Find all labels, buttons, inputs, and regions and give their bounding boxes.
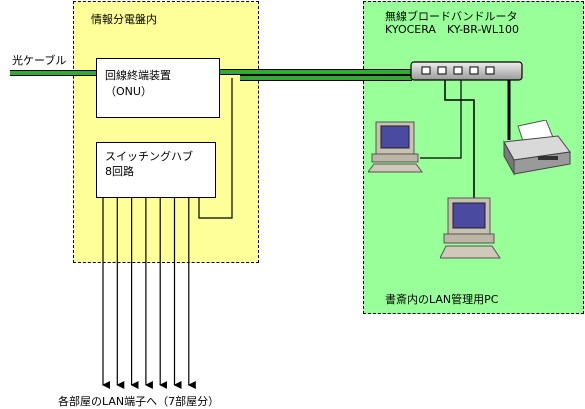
hub-sublabel: 8回路 xyxy=(105,165,134,178)
router-port xyxy=(421,66,431,75)
onu-sublabel: （ONU） xyxy=(105,85,152,98)
router-model-label: KYOCERA KY-BR-WL100 xyxy=(385,23,520,36)
router-label: 無線ブロードバンドルータ xyxy=(385,10,518,23)
distribution-panel-title: 情報分電盤内 xyxy=(91,13,157,26)
distribution-panel-area xyxy=(73,1,259,263)
router-port xyxy=(437,66,447,75)
router-port xyxy=(485,66,495,75)
pc-icon xyxy=(440,197,501,259)
router-port xyxy=(453,66,463,75)
footer-label: 各部屋のLAN端子へ（7部屋分） xyxy=(58,395,220,408)
router-port xyxy=(469,66,479,75)
router-to-pc2 xyxy=(444,80,475,220)
switching-hub-box: スイッチングハブ 8回路 xyxy=(96,142,216,198)
hub-uplink xyxy=(198,78,233,219)
printer-icon xyxy=(503,120,571,176)
onu-label: 回線終端装置 xyxy=(105,69,171,82)
router-to-pc1 xyxy=(420,80,462,159)
study-title: 書斎内のLAN管理用PC xyxy=(385,293,499,306)
hub-label: スイッチングハブ xyxy=(105,150,193,163)
fiber-cable-label: 光ケーブル xyxy=(12,54,67,67)
lan-drops xyxy=(102,198,196,389)
pc-icon xyxy=(368,121,423,173)
router-icon xyxy=(410,61,523,81)
onu-box: 回線終端装置 （ONU） xyxy=(96,58,220,118)
